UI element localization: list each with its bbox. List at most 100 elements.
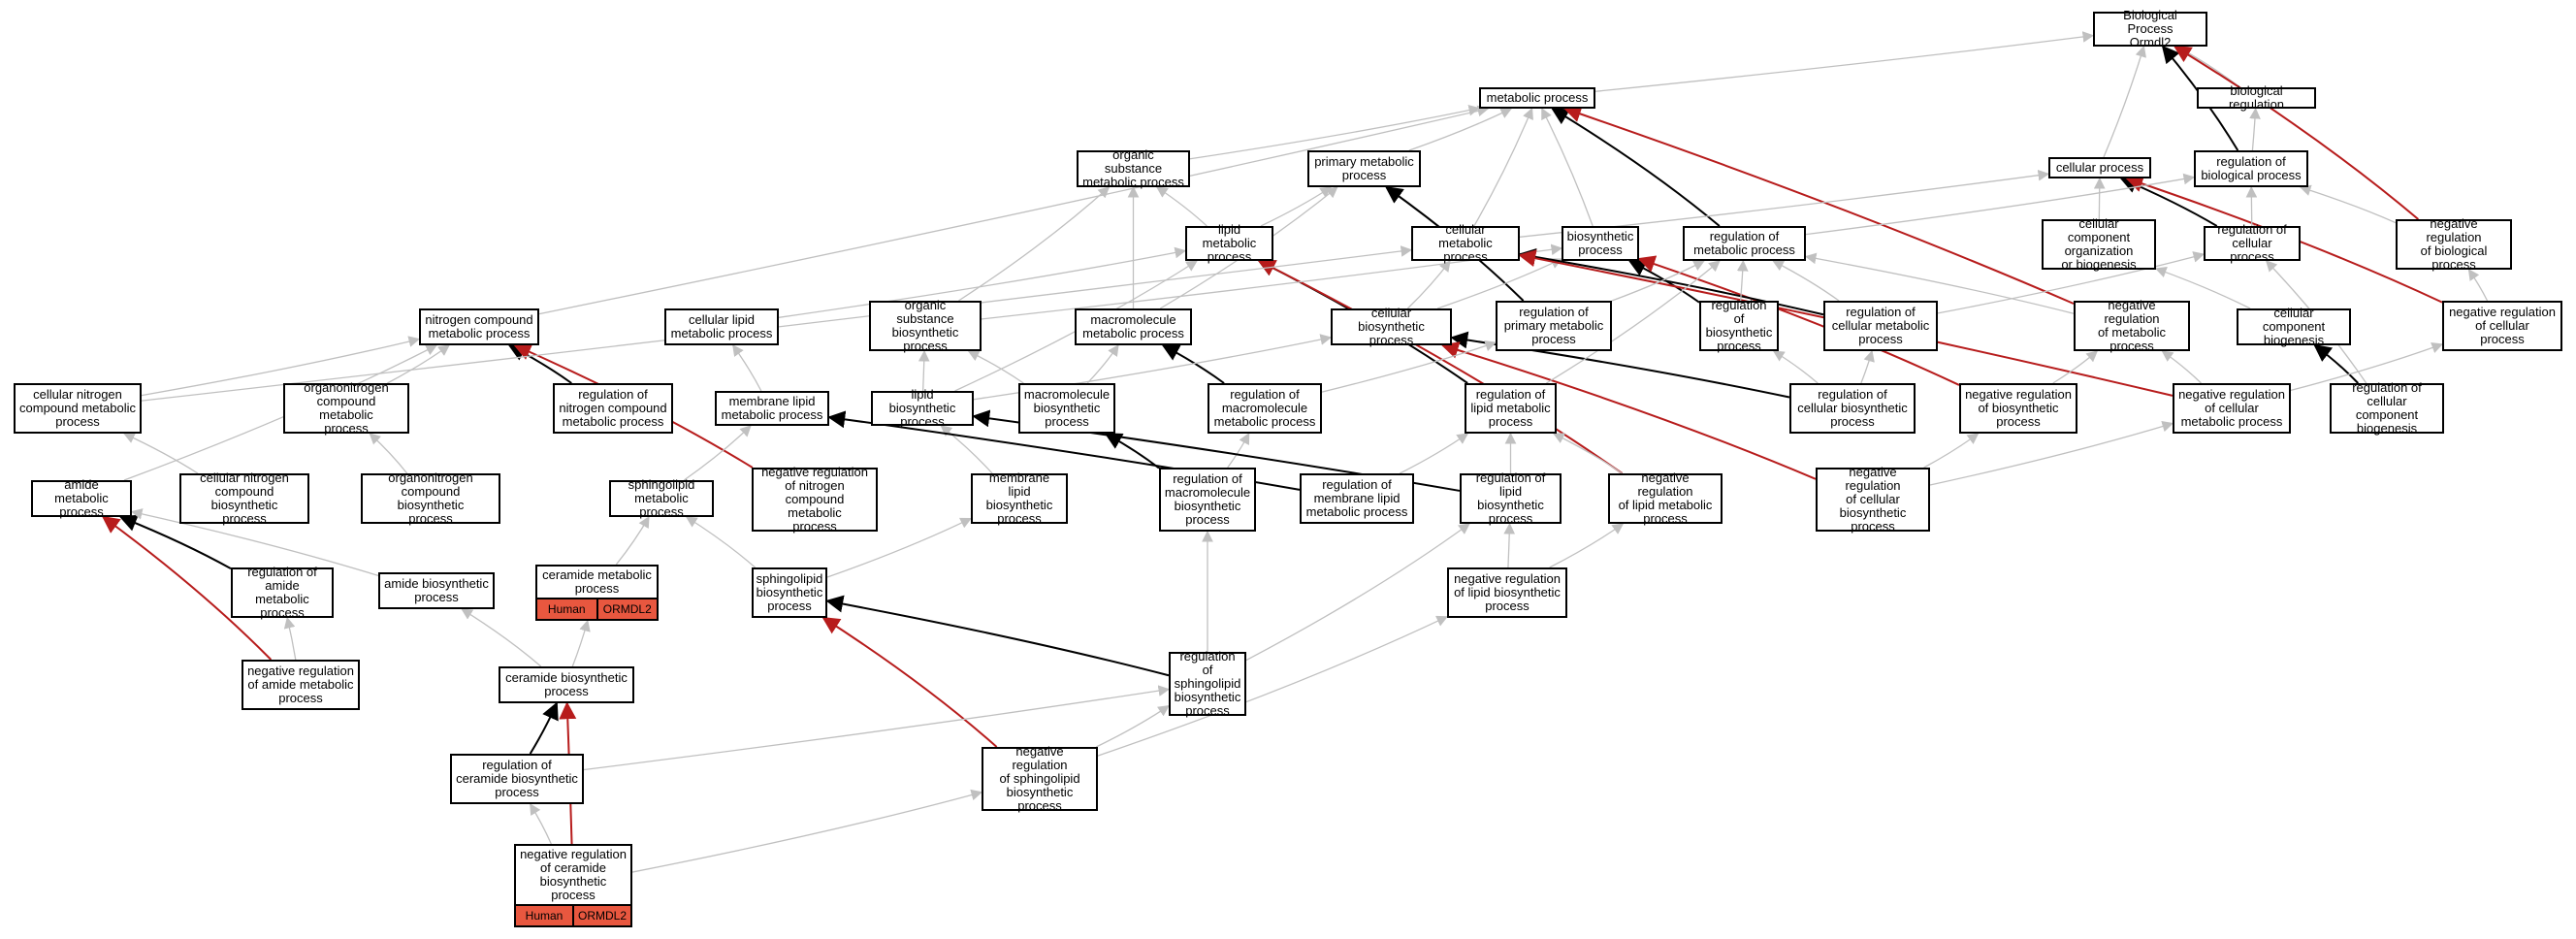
go-node-cellular-metabolic-process[interactable]: cellular metabolic process <box>1411 223 1520 264</box>
go-node-negative-regulation-of-biosynthetic-process[interactable]: negative regulation of biosynthetic proc… <box>1959 383 2077 434</box>
edge-grey-neg_reg_lipid_bio-to-reg_lipid_bio <box>1503 522 1516 568</box>
go-node-macromolecule-biosynthetic-process[interactable]: macromolecule biosynthetic process <box>1018 383 1115 434</box>
go-node-regulation-of-macromolecule-metabolic-process[interactable]: regulation of macromolecule metabolic pr… <box>1208 383 1322 434</box>
go-node-regulation-of-primary-metabolic-process[interactable]: regulation of primary metabolic process <box>1496 301 1612 351</box>
edge-black-reg_cc_biogen-to-cc_biogen <box>2313 343 2360 384</box>
edge-grey-reg_cell_bio-to-reg_cell_met <box>1860 349 1875 384</box>
go-node-regulation-of-biological-process[interactable]: regulation of biological process <box>2194 150 2308 187</box>
go-node-cellular-process[interactable]: cellular process <box>2048 157 2151 178</box>
go-node-ceramide-metabolic-process[interactable]: ceramide metabolic process Human ORMDL2 <box>535 565 659 621</box>
edge-grey-neg_reg_bio-to-reg_bio <box>2299 184 2397 224</box>
edge-red-neg_reg_bio-to-root <box>2173 46 2419 220</box>
edge-grey-amide_bio-to-amide_met <box>130 508 379 577</box>
go-node-regulation-of-cellular-biosynthetic-process[interactable]: regulation of cellular biosynthetic proc… <box>1789 383 1916 434</box>
edge-grey-ceramide_met-to-sphingo_met <box>615 515 650 566</box>
go-node-ceramide-biosynthetic-process[interactable]: ceramide biosynthetic process <box>499 666 634 703</box>
go-node-regulation-of-cellular-component-biogenesis[interactable]: regulation of cellular component biogene… <box>2330 381 2444 436</box>
go-node-negative-regulation-of-lipid-biosynthetic-process[interactable]: negative regulation of lipid biosyntheti… <box>1447 567 1567 618</box>
go-node-negative-regulation-of-cellular-metabolic-process[interactable]: negative regulation of cellular metaboli… <box>2173 383 2291 434</box>
edge-grey-reg_lipid_met-to-reg_met <box>1546 260 1721 384</box>
go-node-cellular-nitrogen-compound-metabolic-process[interactable]: cellular nitrogen compound metabolic pro… <box>14 383 142 434</box>
go-node-negative-regulation-of-amide-metabolic-process[interactable]: negative regulation of amide metabolic p… <box>242 660 360 710</box>
go-node-organic-substance-biosynthetic-process[interactable]: organic substance biosynthetic process <box>869 299 982 353</box>
edge-grey-cell_nitro_met-to-nitro_met <box>141 336 421 397</box>
go-node-macromolecule-metabolic-process[interactable]: macromolecule metabolic process <box>1075 308 1192 345</box>
edge-grey-lipid_met-to-org_sub_met <box>1155 186 1208 227</box>
edge-grey-membrane_lipid_bio-to-lipid_bio <box>940 425 993 474</box>
annotation-tags: Human ORMDL2 <box>516 904 630 925</box>
edge-grey-neg_reg_biosyn-to-neg_reg_met <box>2052 350 2099 384</box>
edge-grey-reg_bio-to-bioreg <box>2249 107 2261 151</box>
go-node-metabolic-process[interactable]: metabolic process <box>1479 87 1595 109</box>
go-node-membrane-lipid-biosynthetic-process[interactable]: membrane lipid biosynthetic process <box>971 471 1068 526</box>
go-node-negative-regulation-of-metabolic-process[interactable]: negative regulation of metabolic process <box>2074 299 2190 353</box>
go-node-negative-regulation-of-lipid-metabolic-process[interactable]: negative regulation of lipid metabolic p… <box>1608 471 1723 526</box>
edge-grey-org_sub_met-to-metabolic <box>1189 104 1481 160</box>
go-node-cellular-biosynthetic-process[interactable]: cellular biosynthetic process <box>1331 307 1452 347</box>
edge-grey-cell_met-to-metabolic <box>1473 107 1533 227</box>
edge-grey-reg_sphingo_bio-to-reg_lipid_bio <box>1245 523 1470 662</box>
go-node-negative-regulation-of-nitrogen-compound-metabolic-process[interactable]: negative regulation of nitrogen compound… <box>752 466 878 534</box>
go-node-biosynthetic-process[interactable]: biosynthetic process <box>1562 226 1639 261</box>
edge-grey-prim_met-to-metabolic <box>1408 108 1513 151</box>
edge-grey-neg_reg_lipid_met-to-reg_lipid_met <box>1553 433 1623 474</box>
edge-grey-cell_lipid_met-to-lipid_met <box>778 246 1187 318</box>
edge-grey-cell_nitro_bio-to-cell_nitro_met <box>123 433 199 474</box>
edge-grey-reg_ceramide_bio-to-reg_sphingo_bio <box>583 685 1171 771</box>
go-node-negative-regulation-of-biological-process[interactable]: negative regulation of biological proces… <box>2396 217 2512 272</box>
go-node-lipid-metabolic-process[interactable]: lipid metabolic process <box>1185 223 1273 264</box>
edge-grey-neg_reg_lipid_bio-to-neg_reg_lipid_met <box>1549 523 1625 568</box>
go-node-negative-regulation-of-cellular-biosynthetic-process[interactable]: negative regulation of cellular biosynth… <box>1816 466 1930 534</box>
edge-grey-sphingo_met-to-membrane_lipid_met <box>683 425 752 481</box>
edge-grey-lipid_met-to-prim_met <box>1260 186 1333 227</box>
go-node-regulation-of-membrane-lipid-metabolic-process[interactable]: regulation of membrane lipid metabolic p… <box>1300 473 1414 524</box>
edge-grey-reg_biosyn-to-reg_met <box>1736 259 1749 302</box>
edge-black-reg_met-to-metabolic <box>1551 108 1721 227</box>
go-node-organonitrogen-compound-metabolic-process[interactable]: organonitrogen compound metabolic proces… <box>283 381 409 436</box>
go-node-organic-substance-metabolic-process[interactable]: organic substance metabolic process <box>1077 148 1190 189</box>
edge-grey-org_sub_bio-to-org_sub_met <box>958 186 1111 302</box>
edge-grey-reg_membrane_lipid_met-to-reg_lipid_met <box>1400 433 1469 474</box>
go-node-regulation-of-nitrogen-compound-metabolic-process[interactable]: regulation of nitrogen compound metaboli… <box>553 383 673 434</box>
go-node-cellular-nitrogen-compound-biosynthetic-process[interactable]: cellular nitrogen compound biosynthetic … <box>179 471 309 526</box>
go-node-regulation-of-ceramide-biosynthetic-process[interactable]: regulation of ceramide biosynthetic proc… <box>450 754 584 804</box>
go-node-cellular-component-biogenesis[interactable]: cellular component biogenesis <box>2237 307 2351 347</box>
edge-black-reg_cell_met-to-cell_met <box>1518 247 1824 316</box>
edge-grey-nitro_met-to-metabolic <box>538 105 1490 315</box>
go-node-lipid-biosynthetic-process[interactable]: lipid biosynthetic process <box>871 388 974 429</box>
edge-grey-cell_bio-to-biosyn <box>1436 258 1563 309</box>
go-node-membrane-lipid-metabolic-process[interactable]: membrane lipid metabolic process <box>715 391 829 426</box>
go-node-nitrogen-compound-metabolic-process[interactable]: nitrogen compound metabolic process <box>419 308 539 345</box>
edge-grey-ccob-to-cell_proc <box>2093 177 2106 220</box>
go-node-amide-biosynthetic-process[interactable]: amide biosynthetic process <box>378 572 495 609</box>
go-node-negative-regulation-of-sphingolipid-biosynthetic-process[interactable]: negative regulation of sphingolipid bios… <box>982 745 1098 813</box>
go-node-regulation-of-cellular-metabolic-process[interactable]: regulation of cellular metabolic process <box>1823 301 1938 351</box>
go-node-biological-regulation[interactable]: biological regulation <box>2197 84 2316 112</box>
go-node-biological-process-ormdl2[interactable]: Biological Process Ormdl2 <box>2093 9 2207 49</box>
go-node-sphingolipid-metabolic-process[interactable]: sphingolipid metabolic process <box>609 478 714 519</box>
go-node-regulation-of-macromolecule-biosynthetic-process[interactable]: regulation of macromolecule biosynthetic… <box>1159 468 1256 532</box>
edge-red-neg_reg_lipid_met-to-lipid_met <box>1257 260 1624 474</box>
edge-grey-neg_reg_sphingo_bio-to-neg_reg_lipid_bio <box>1097 615 1449 757</box>
go-node-regulation-of-amide-metabolic-process[interactable]: regulation of amide metabolic process <box>231 566 334 620</box>
annotation-tag-species: Human <box>516 906 572 925</box>
go-node-negative-regulation-of-ceramide-biosynthetic-process[interactable]: negative regulation of ceramide biosynth… <box>514 844 632 927</box>
go-node-regulation-of-biosynthetic-process[interactable]: regulation of biosynthetic process <box>1699 299 1779 353</box>
edge-grey-macro_bio-to-org_sub_bio <box>967 350 1024 384</box>
go-node-primary-metabolic-process[interactable]: primary metabolic process <box>1307 150 1421 187</box>
go-node-organonitrogen-compound-biosynthetic-process[interactable]: organonitrogen compound biosynthetic pro… <box>361 471 500 526</box>
go-node-cellular-component-organization-or-biogenesis[interactable]: cellular component organization or bioge… <box>2042 217 2156 272</box>
go-node-regulation-of-sphingolipid-biosynthetic-process[interactable]: regulation of sphingolipid biosynthetic … <box>1169 650 1246 718</box>
go-node-negative-regulation-of-cellular-process[interactable]: negative regulation of cellular process <box>2442 301 2562 351</box>
edge-grey-neg_reg_cell-to-neg_reg_bio <box>2467 269 2489 302</box>
edge-red-neg_reg_amide_met-to-amide_met <box>101 515 273 661</box>
edge-grey-neg_reg_sphingo_bio-to-reg_sphingo_bio <box>1095 705 1170 748</box>
go-node-amide-metabolic-process[interactable]: amide metabolic process <box>31 478 132 519</box>
go-node-regulation-of-lipid-metabolic-process[interactable]: regulation of lipid metabolic process <box>1465 383 1557 434</box>
go-node-sphingolipid-biosynthetic-process[interactable]: sphingolipid biosynthetic process <box>752 567 827 618</box>
go-node-regulation-of-lipid-biosynthetic-process[interactable]: regulation of lipid biosynthetic process <box>1460 471 1562 526</box>
go-node-cellular-lipid-metabolic-process[interactable]: cellular lipid metabolic process <box>664 308 779 345</box>
go-node-regulation-of-cellular-process[interactable]: regulation of cellular process <box>2204 223 2301 264</box>
go-node-regulation-of-metabolic-process[interactable]: regulation of metabolic process <box>1683 226 1806 261</box>
